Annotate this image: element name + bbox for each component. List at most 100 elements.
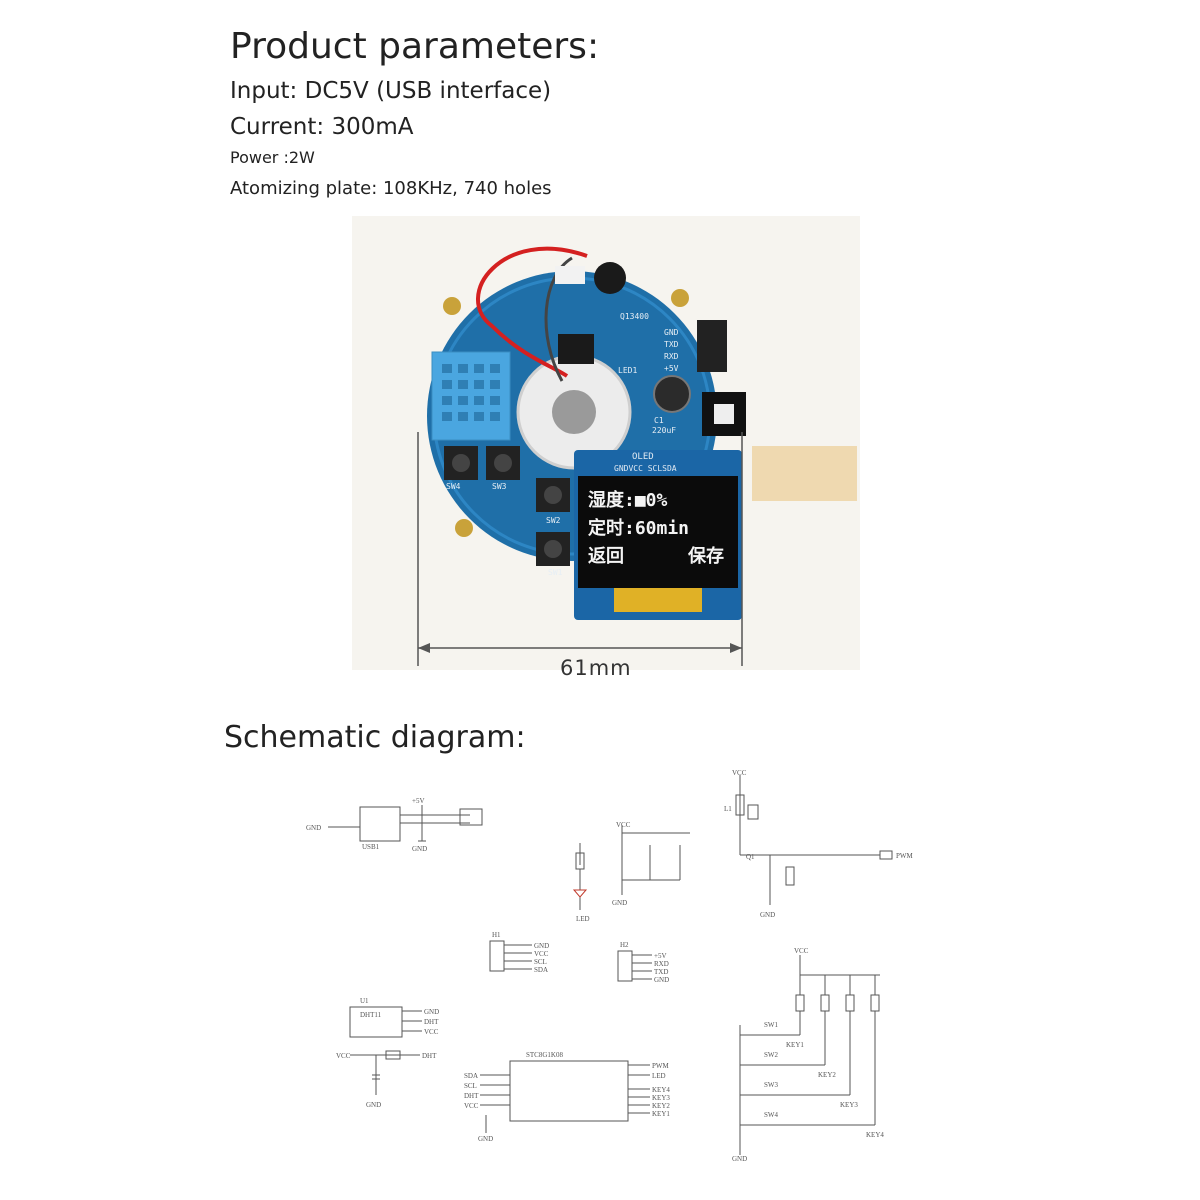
param-input: Input: DC5V (USB interface) (230, 78, 552, 104)
label-dht11: DHT11 (360, 1011, 382, 1019)
header-pin-txd: TXD (664, 340, 679, 349)
label-mcu-key3: KEY3 (652, 1094, 670, 1102)
label-h2-rxd: RXD (654, 960, 669, 968)
label-mcu-gnd: GND (478, 1135, 493, 1143)
label-key2: KEY2 (818, 1071, 836, 1079)
label-mcu: STC8G1K08 (526, 1051, 563, 1059)
label-h1-vcc: VCC (534, 950, 549, 958)
dimension-label: 61mm (560, 656, 632, 680)
label-h1-scl: SCL (534, 958, 547, 966)
label-u1: U1 (360, 997, 369, 1005)
label-mcu-vcc: VCC (464, 1102, 479, 1110)
label-plus5v: +5V (412, 797, 425, 805)
standoff-3 (455, 519, 473, 537)
wire-black (544, 256, 573, 382)
tact-switch-2-cap (544, 486, 562, 504)
inductor (594, 262, 626, 294)
mcu-block (509, 1060, 629, 1122)
background-stand (752, 446, 857, 501)
label-mcu-sda: SDA (464, 1072, 478, 1080)
switch-label-sw1: SW1 (548, 568, 563, 577)
label-mcu-key2: KEY2 (652, 1102, 670, 1110)
label-mcu-led: LED (652, 1072, 666, 1080)
label-key1: KEY1 (786, 1041, 804, 1049)
dimension-arrow-right (730, 643, 742, 653)
param-power: Power :2W (230, 148, 315, 167)
tact-switch-1-cap (544, 540, 562, 558)
label-h2-txd: TXD (654, 968, 668, 976)
capacitor (653, 375, 691, 413)
label-sw4: SW4 (764, 1111, 779, 1119)
chip-label: Q13400 (620, 312, 649, 321)
label-r3-vcc: VCC (336, 1052, 351, 1060)
oled-save: 保存 (688, 546, 724, 567)
label-mcu-pwm: PWM (652, 1062, 670, 1070)
label-led-gnd: GND (612, 899, 627, 907)
param-atomizing-plate: Atomizing plate: 108KHz, 740 holes (230, 178, 552, 199)
label-dht-data: DHT (424, 1018, 439, 1026)
label-sw2: SW2 (764, 1051, 779, 1059)
wire-red (476, 246, 588, 378)
label-h1-gnd: GND (534, 942, 549, 950)
pcb-illustration (417, 246, 857, 666)
label-h1-sda: SDA (534, 966, 548, 974)
label-key3: KEY3 (840, 1101, 858, 1109)
switch-label-sw2: SW2 (546, 516, 561, 525)
oled-back: 返回 (588, 546, 624, 567)
oled-label: OLED (632, 452, 654, 462)
oled-ribbon (614, 588, 702, 612)
header-pin-5v: +5V (664, 364, 679, 373)
schematic-diagram: GND USB1 +5V GND VCC LED GND VCC L1 Q1 P… (306, 769, 914, 1163)
standoff-1 (443, 297, 461, 315)
param-current: Current: 300mA (230, 114, 414, 140)
label-mcu-key4: KEY4 (652, 1086, 670, 1094)
tact-switch-4-cap (452, 454, 470, 472)
oled-timer: 定时:60min (588, 518, 690, 539)
label-h2-5v: +5V (654, 952, 667, 960)
capacitor-id: C1 (654, 416, 664, 425)
label-mcu-dht: DHT (464, 1092, 479, 1100)
atomizer-center (552, 390, 596, 434)
product-photo: 湿度:■0% 定时:60min 返回 保存 OLED GNDVCC SCLSDA… (352, 216, 860, 670)
label-key4: KEY4 (866, 1131, 884, 1139)
wire-connector (555, 266, 585, 284)
label-q1: Q1 (746, 853, 755, 861)
label-l1: L1 (724, 805, 732, 813)
label-vcc-pwm: VCC (732, 769, 747, 777)
schematic-title: Schematic diagram: (224, 720, 526, 755)
standoff-2 (671, 289, 689, 307)
label-dht-vcc: VCC (424, 1028, 439, 1036)
pin-header (697, 320, 727, 372)
label-vcc-led: VCC (616, 821, 631, 829)
params-title: Product parameters: (230, 26, 600, 67)
label-usb1: USB1 (362, 843, 380, 851)
header-pin-rxd: RXD (664, 352, 679, 361)
header-pin-gnd: GND (664, 328, 679, 337)
ic-chip (558, 334, 594, 364)
switch-label-sw3: SW3 (492, 482, 507, 491)
label-keys-gnd: GND (732, 1155, 747, 1163)
power-switch-knob (714, 404, 734, 424)
label-h2: H2 (620, 941, 629, 949)
switch-label-sw4: SW4 (446, 482, 461, 491)
label-h1: H1 (492, 931, 501, 939)
tact-switch-3-cap (494, 454, 512, 472)
label-c5-gnd: GND (366, 1101, 381, 1109)
dimension-arrow-left (418, 643, 430, 653)
label-sw3: SW3 (764, 1081, 779, 1089)
label-mcu-scl: SCL (464, 1082, 477, 1090)
label-pwm-out: PWM (896, 852, 914, 860)
label-usb-gnd-bottom: GND (412, 845, 427, 853)
label-mcu-key1: KEY1 (652, 1110, 670, 1118)
label-h2-gnd: GND (654, 976, 669, 984)
led-label: LED1 (618, 366, 638, 375)
label-led: LED (576, 915, 590, 923)
usb-block (359, 806, 401, 842)
label-dht-gnd: GND (424, 1008, 439, 1016)
label-usb-gnd: GND (306, 824, 321, 832)
label-r3-dht: DHT (422, 1052, 437, 1060)
schematic-led-diode (572, 889, 588, 898)
capacitor-label: 220uF (652, 426, 677, 435)
oled-pins: GNDVCC SCLSDA (614, 464, 677, 473)
oled-screen (578, 476, 738, 588)
